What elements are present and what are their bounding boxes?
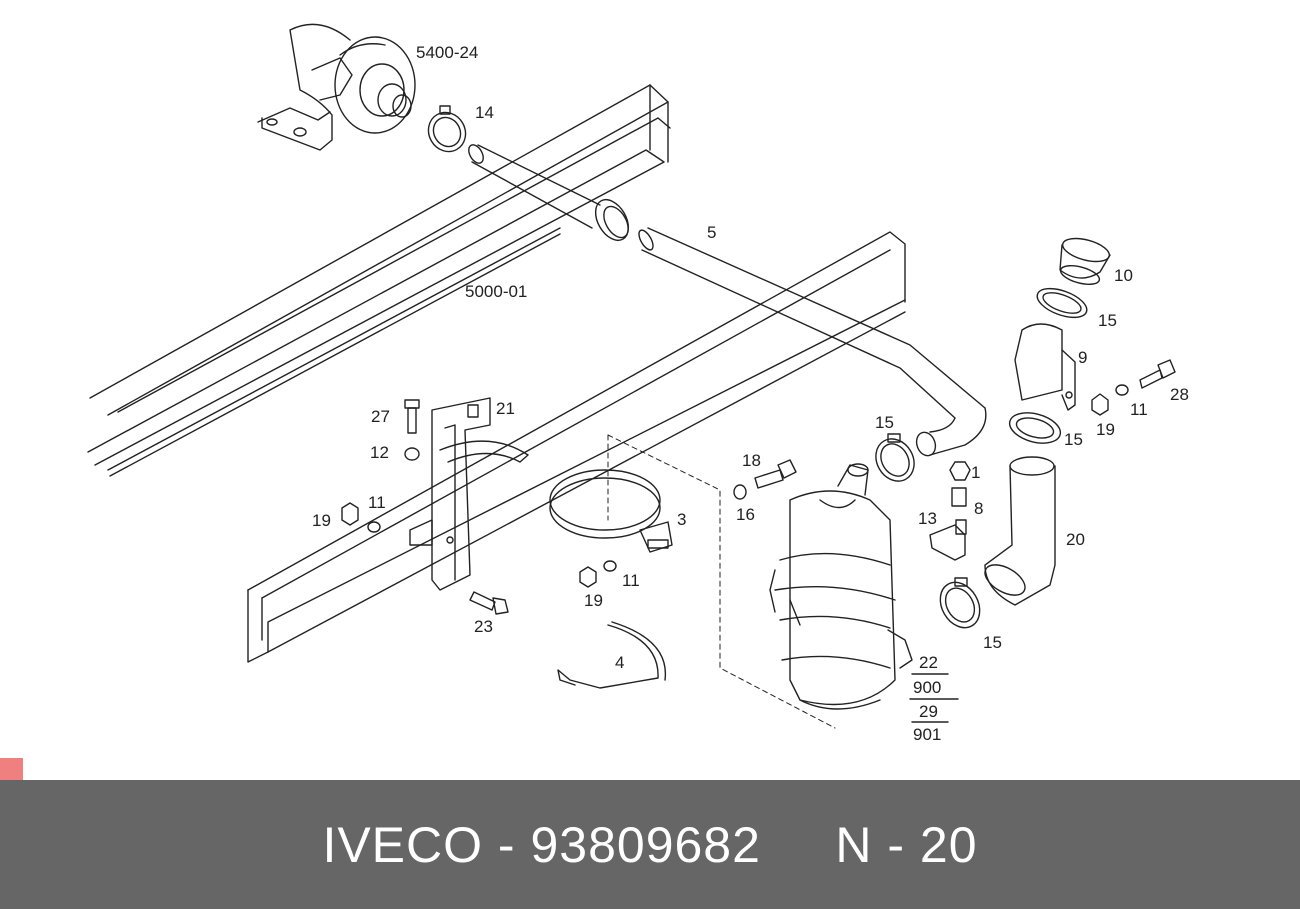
callout-19-left: 19 [312,511,331,530]
callout-11-left: 11 [368,493,386,512]
exploded-parts-diagram: 5400-24 14 5 5000-01 10 15 9 28 11 19 15… [87,23,1189,744]
callout-27: 27 [371,407,390,426]
intake-pipe-5 [468,144,987,457]
footer-bar: IVECO - 93809682 N - 20 [0,780,1300,909]
air-filter-housing [769,463,913,710]
part-number-caption: IVECO - 93809682 N - 20 [322,816,978,873]
callout-13: 13 [918,509,937,528]
intake-hose-20 [984,456,1056,606]
callout-11-center: 11 [622,571,640,590]
callout-900: 900 [913,678,941,697]
callout-15-center: 15 [875,413,894,432]
callout-11-right: 11 [1130,400,1148,419]
callout-12: 12 [370,443,389,462]
callout-4: 4 [615,653,624,672]
band-clamp-3 [549,469,673,553]
callout-1: 1 [971,463,980,482]
callout-901: 901 [913,725,941,744]
callout-5400-24: 5400-24 [416,43,478,62]
callout-5000-01: 5000-01 [465,282,527,301]
hose-clamp-14 [427,105,467,153]
callout-15-mid: 15 [1064,430,1083,449]
callout-16: 16 [736,505,755,524]
callout-19-center: 19 [584,591,603,610]
callout-28: 28 [1170,385,1189,404]
hose-clamp-15-bottom [939,577,981,629]
callout-19-right: 19 [1096,420,1115,439]
elbow-10 [1059,237,1111,286]
hose-clamp-15-mid [1008,412,1062,444]
callout-labels: 5400-24 14 5 5000-01 10 15 9 28 11 19 15… [312,43,1189,744]
nut-washer-left [341,502,381,533]
bolt-washer-18-16 [733,459,797,500]
restriction-indicator-assembly [929,461,971,561]
callout-5: 5 [707,223,716,242]
hose-clamp-15-top [1036,287,1088,319]
strap-4 [557,621,667,689]
bolt-nut-set-right [1091,359,1176,416]
callout-14: 14 [475,103,494,122]
elbow-hose-9 [1014,323,1076,411]
reference-lines [607,434,836,729]
callout-15-bottom: 15 [983,633,1002,652]
frame-rail-upper [87,84,671,477]
callout-29: 29 [919,702,938,721]
turbocharger [257,23,416,151]
nut-washer-center [579,560,617,588]
hose-clamp-15-center [875,433,915,482]
fraction-lines [909,673,959,723]
callout-18: 18 [742,451,761,470]
callout-22: 22 [919,653,938,672]
callout-15-top: 15 [1098,311,1117,330]
callout-8: 8 [974,499,983,518]
frame-rail-lower [247,231,906,663]
callout-3: 3 [677,510,686,529]
bolt-23 [469,591,509,615]
callout-23: 23 [474,617,493,636]
bolt-washer-27-12 [404,399,420,461]
callout-21: 21 [496,399,515,418]
callout-20: 20 [1066,530,1085,549]
callout-10: 10 [1114,266,1133,285]
bracket-21 [409,397,529,591]
callout-9: 9 [1078,348,1087,367]
corner-marker [0,758,23,780]
